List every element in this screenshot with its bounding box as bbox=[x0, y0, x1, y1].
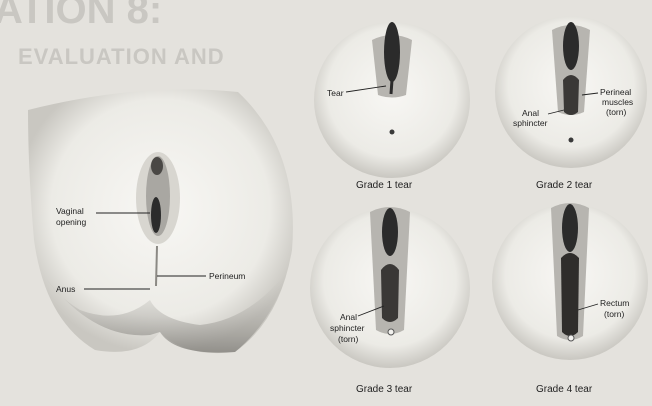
grade-1-tear-label: Tear bbox=[327, 88, 344, 98]
grade-4-rectum-label-2: (torn) bbox=[604, 309, 624, 319]
clitoral-hood bbox=[151, 157, 163, 175]
grade-4-torn-rectum bbox=[561, 253, 579, 336]
grade-2-opening bbox=[563, 22, 579, 70]
grade-1-tear-mark bbox=[391, 80, 392, 94]
grade-3-opening bbox=[382, 208, 398, 256]
grade-2-sphincter-label-2: sphincter bbox=[513, 118, 548, 128]
grade-1-anus bbox=[390, 130, 395, 135]
anus-label: Anus bbox=[56, 284, 75, 294]
grade-3-torn-sphincter bbox=[381, 264, 399, 322]
grade-4-anus bbox=[568, 335, 574, 341]
grade-2-anus bbox=[569, 138, 574, 143]
vaginal-opening-label-1: Vaginal bbox=[56, 206, 84, 216]
perineal-raphe bbox=[156, 246, 157, 286]
grade-3-sphincter-label-1: Anal bbox=[340, 312, 357, 322]
perineum-label: Perineum bbox=[209, 271, 245, 281]
grade-1-opening bbox=[384, 22, 400, 82]
vaginal-opening-label-2: opening bbox=[56, 217, 87, 227]
grade-2-sphincter-label-1: Anal bbox=[522, 108, 539, 118]
grade-3-sphincter-label-3: (torn) bbox=[338, 334, 358, 344]
grade-4-opening bbox=[562, 204, 578, 252]
grade-2-perineal-label-3: (torn) bbox=[606, 107, 626, 117]
grade-2-caption: Grade 2 tear bbox=[536, 180, 593, 191]
vaginal-opening-shape bbox=[151, 197, 161, 233]
grade-2-perineal-label-2: muscles bbox=[602, 97, 633, 107]
grade-3-panel: Anal sphincter (torn) Grade 3 tear bbox=[310, 207, 470, 395]
grade-4-caption: Grade 4 tear bbox=[536, 384, 593, 395]
grade-4-rectum-label-1: Rectum bbox=[600, 298, 629, 308]
grade-3-caption: Grade 3 tear bbox=[356, 384, 413, 395]
grade-1-panel: Tear Grade 1 tear bbox=[314, 22, 470, 191]
grade-3-anus bbox=[388, 329, 394, 335]
grade-2-panel: Perineal muscles (torn) Anal sphincter G… bbox=[495, 16, 647, 191]
grade-4-panel: Rectum (torn) Grade 4 tear bbox=[492, 203, 648, 395]
grade-1-caption: Grade 1 tear bbox=[356, 180, 413, 191]
grade-2-torn-muscle bbox=[563, 75, 579, 115]
main-anatomy-panel: Vaginal opening Anus Perineum bbox=[28, 89, 293, 353]
grade-2-perineal-label-1: Perineal bbox=[600, 87, 631, 97]
grade-3-sphincter-label-2: sphincter bbox=[330, 323, 365, 333]
